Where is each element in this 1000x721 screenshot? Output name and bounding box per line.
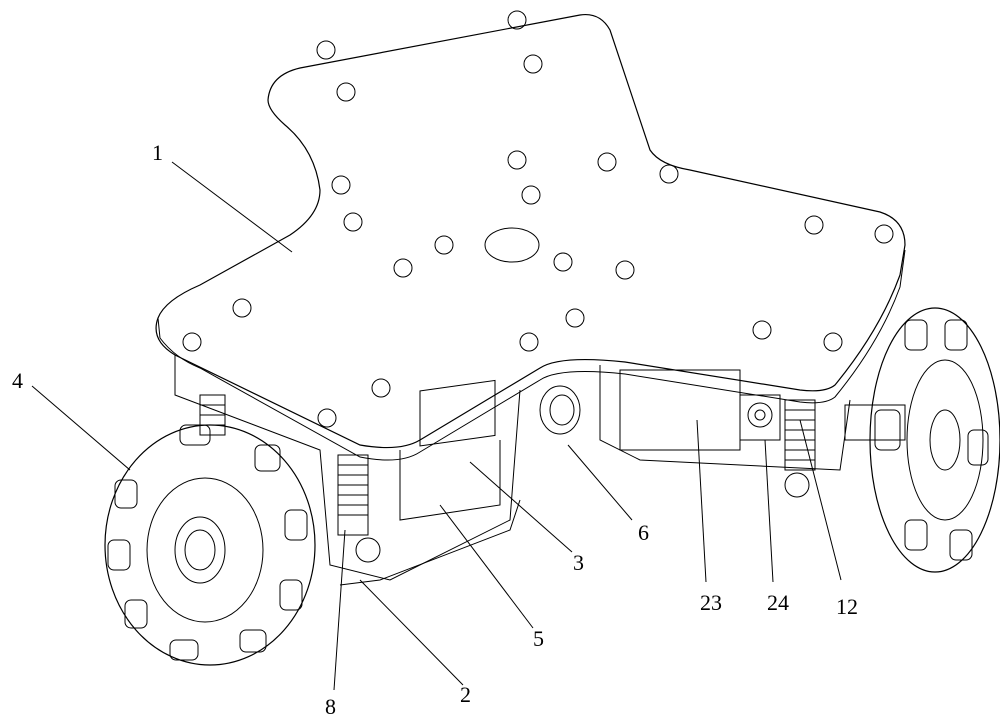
omni-wheel-right xyxy=(844,307,1000,573)
spring-suspension-right xyxy=(784,399,816,498)
label-part-23: 23 xyxy=(700,590,722,615)
label-part-12: 12 xyxy=(836,594,858,619)
spring-suspension-left xyxy=(337,454,381,563)
plate-bolts xyxy=(182,10,894,428)
label-plate: 1 xyxy=(152,140,163,165)
top-plate xyxy=(155,13,906,461)
camera-sensor xyxy=(539,385,581,435)
gear-assembly xyxy=(739,394,781,441)
label-part-8: 8 xyxy=(325,694,336,719)
spring-suspension-back xyxy=(199,394,226,436)
label-part-2: 2 xyxy=(460,682,471,707)
label-part-5: 5 xyxy=(533,626,544,651)
label-part-3: 3 xyxy=(573,550,584,575)
label-part-6: 6 xyxy=(638,520,649,545)
omni-wheel-left xyxy=(104,424,316,666)
label-part-24: 24 xyxy=(767,590,789,615)
chassis-body xyxy=(174,355,851,586)
label-wheel: 4 xyxy=(12,368,23,393)
leader-lines xyxy=(31,161,842,691)
